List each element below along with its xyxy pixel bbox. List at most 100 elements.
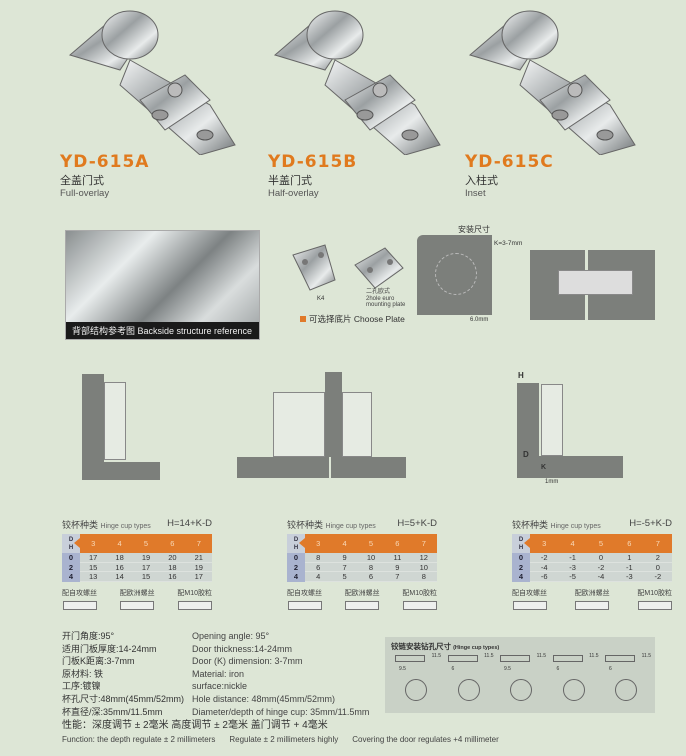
screw-icon xyxy=(287,600,322,610)
spec-en: Material: iron xyxy=(192,668,245,679)
table-cell: -6 xyxy=(530,572,559,582)
screw-label: 配自攻螺丝 xyxy=(287,589,322,597)
table-cell: 21 xyxy=(185,553,212,563)
table-title-label: 铰杯种类 Hinge cup types xyxy=(287,518,376,531)
backside-caption: 背部结构参考图 Backside structure reference xyxy=(66,322,259,339)
screw-label: 配M10胶粒 xyxy=(177,589,212,597)
screw-option: 配自攻螺丝 xyxy=(62,588,97,610)
table-cell: 2 xyxy=(643,553,672,563)
drill-offset-label: 6 xyxy=(556,666,560,672)
spec-cn: 杯孔尺寸:48mm(45mm/52mm) xyxy=(62,693,185,704)
table-cell: -3 xyxy=(558,562,587,572)
table-cell: 18 xyxy=(106,553,133,563)
install-title: 安装尺寸 xyxy=(458,225,490,234)
spec-cn: 杯直径/深:35mm/11.5mm xyxy=(62,706,163,717)
drill-offset-label: 9.5 xyxy=(504,666,511,672)
table-title-cn: 铰杯种类 xyxy=(62,520,99,530)
screw-options: 配自攻螺丝配欧洲螺丝配M10胶粒 xyxy=(512,588,672,610)
performance-cn: 性能：深度调节 ± 2毫米 高度调节 ± 2毫米 盖门调节 + 4毫米 xyxy=(62,720,328,731)
table-cell: -1 xyxy=(615,562,644,572)
product-label-615a: YD-615A 全盖门式 Full-overlay xyxy=(60,152,149,199)
cup-hole-outline xyxy=(435,253,477,295)
table-formula: H=-5+K-D xyxy=(629,518,672,529)
plate-k4-label: K4 xyxy=(317,296,325,302)
d-row-header: 4 xyxy=(62,572,80,582)
table-cell: -2 xyxy=(586,562,616,572)
screw-icon xyxy=(402,600,437,610)
table-cell: 15 xyxy=(80,562,107,572)
table-cell: 0 xyxy=(586,553,616,563)
hinge-plan-right-panel xyxy=(558,250,655,320)
drill-cup-circle xyxy=(457,679,480,701)
table-cell: 10 xyxy=(410,562,437,572)
function-en-row: Function: the depth regulate ± 2 millime… xyxy=(62,734,499,745)
k-header-cell: 3 xyxy=(305,534,332,553)
half-overlay-hinge-right xyxy=(342,392,372,457)
drill-door-outline xyxy=(447,655,478,662)
k-header-cell: 6 xyxy=(384,534,411,553)
half-overlay-hinge-left xyxy=(273,392,325,457)
table-title-label: 铰杯种类 Hinge cup types xyxy=(512,518,601,531)
k-header-cell: 7 xyxy=(643,534,672,553)
type-cn: 入柱式 xyxy=(465,175,498,187)
function-en-2: Regulate ± 2 millimeters highly xyxy=(229,735,339,744)
table-title-cn: 铰杯种类 xyxy=(512,520,549,530)
plate-euro-en2: mounting plate xyxy=(366,302,406,308)
table-cell: 0 xyxy=(643,562,672,572)
d-row-header: 2 xyxy=(512,562,530,572)
table-title: 铰杯种类 Hinge cup types H=-5+K-D xyxy=(512,518,672,531)
k-header-cell: 6 xyxy=(615,534,644,553)
table-cell: 9 xyxy=(384,562,411,572)
backside-photo: 背部结构参考图 Backside structure reference xyxy=(65,230,260,340)
screw-icon xyxy=(120,600,155,610)
install-diagram xyxy=(417,235,492,315)
drill-cup-circle xyxy=(510,679,532,701)
spec-en: Opening angle: 95° xyxy=(192,631,270,641)
k-range-label: K=3-7mm xyxy=(494,240,523,247)
table-formula: H=5+K-D xyxy=(397,518,437,529)
table-cell: 19 xyxy=(132,553,160,563)
table-cell: 17 xyxy=(185,572,212,582)
drill-depth-label: 11.5 xyxy=(589,653,599,659)
function-en-1: Function: the depth regulate ± 2 millime… xyxy=(62,735,216,744)
screw-label: 配M10胶粒 xyxy=(402,589,437,597)
plate-euro-en1: 2hole euro xyxy=(366,295,395,302)
inset-door xyxy=(539,456,623,478)
drill-title-cn: 铰链安装钻孔尺寸 xyxy=(391,642,451,651)
table-cell: -4 xyxy=(530,562,559,572)
d-row-header: 4 xyxy=(287,572,305,582)
table-title: 铰杯种类 Hinge cup types H=5+K-D xyxy=(287,518,437,531)
screw-label: 配M10胶粒 xyxy=(637,589,672,597)
k-header-cell: 3 xyxy=(530,534,559,553)
full-overlay-hinge xyxy=(104,382,126,460)
table-cell: 9 xyxy=(331,553,358,563)
table-cell: 14 xyxy=(106,572,133,582)
spec-cn: 门板K距离:3-7mm xyxy=(62,656,135,667)
drill-offset-label: 6 xyxy=(609,666,612,672)
model-name: YD-615A xyxy=(60,152,150,172)
k-header-cell: 3 xyxy=(80,534,107,553)
k-header-cell: 4 xyxy=(331,534,358,553)
table-cell: 16 xyxy=(159,572,186,582)
table-cell: 17 xyxy=(132,562,160,572)
table-cell: 7 xyxy=(331,562,358,572)
k-header-cell: 7 xyxy=(185,534,212,553)
d-label: D xyxy=(518,537,524,543)
screw-options: 配自攻螺丝配欧洲螺丝配M10胶粒 xyxy=(287,588,437,610)
table-cell: -4 xyxy=(586,572,616,582)
drill-depth-label: 11.5 xyxy=(484,653,494,659)
screw-icon xyxy=(62,600,97,610)
drill-door-outline xyxy=(395,655,425,662)
screw-icon xyxy=(637,600,672,610)
table-title-label: 铰杯种类 Hinge cup types xyxy=(62,518,151,531)
k-header-cell: 5 xyxy=(357,534,385,553)
table-cell: 8 xyxy=(410,572,437,582)
table-cell: 8 xyxy=(357,562,385,572)
